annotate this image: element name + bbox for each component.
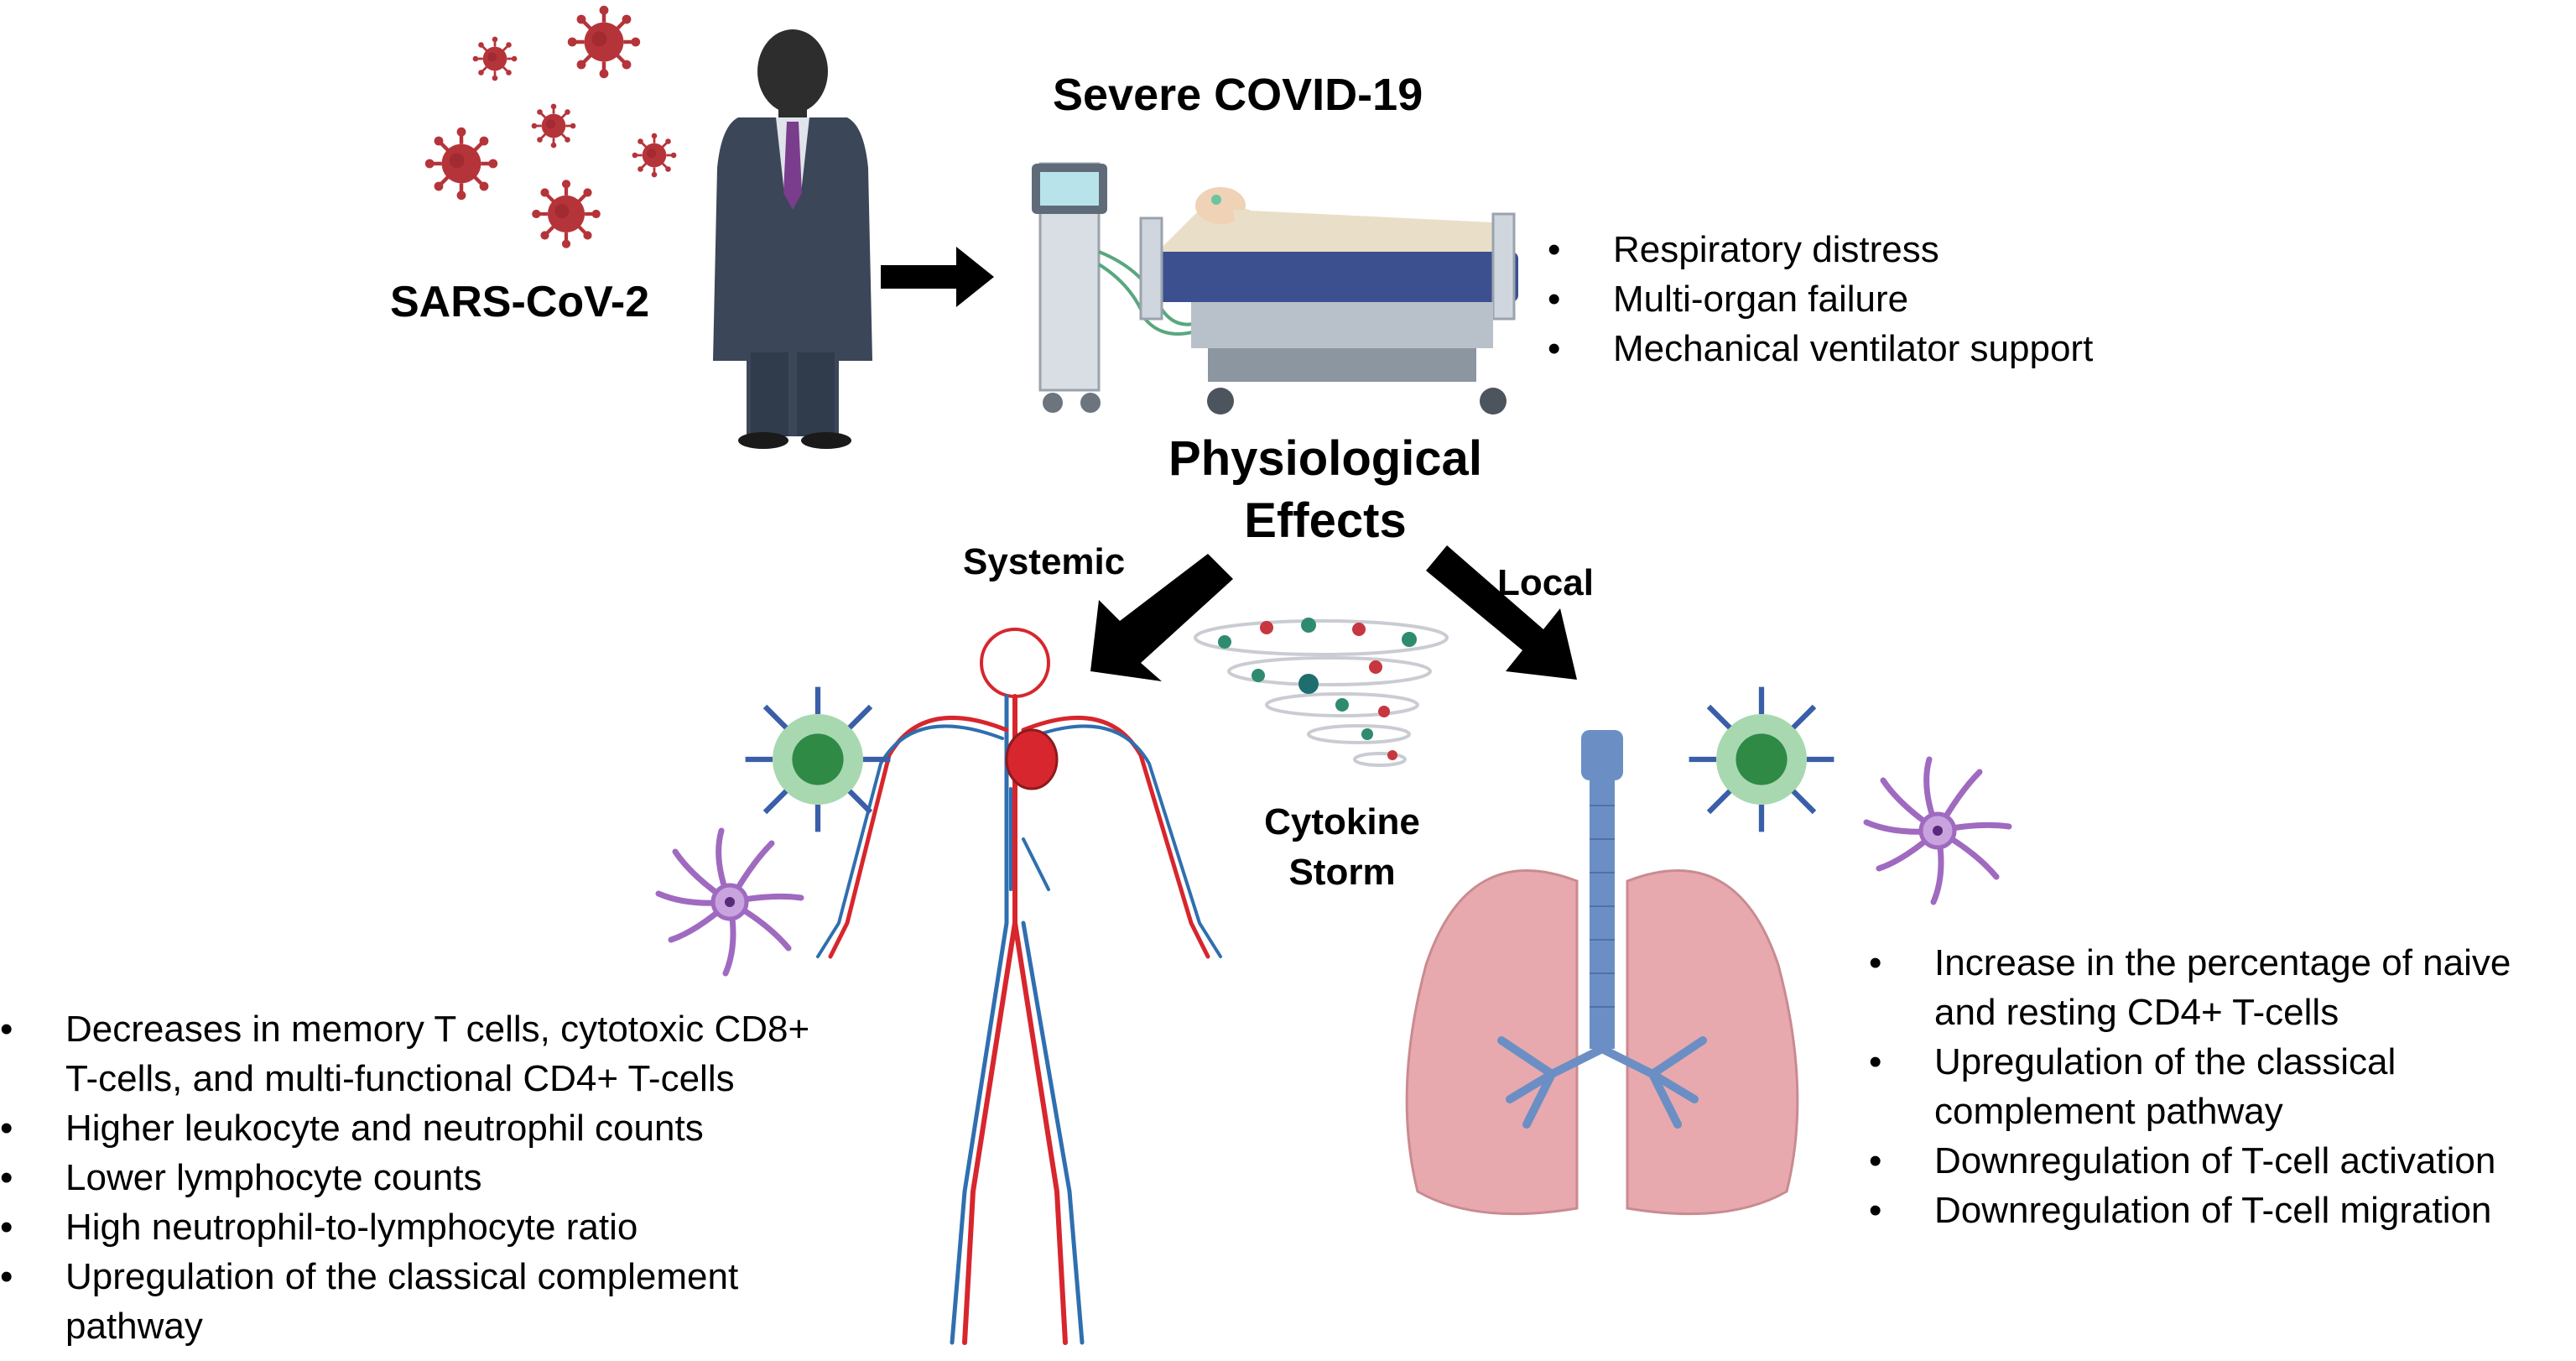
lungs-illustration xyxy=(1405,730,1799,1216)
list-item: Mechanical ventilator support xyxy=(1548,324,2093,373)
arrow-systemic xyxy=(1090,554,1233,681)
label-line: Cytokine xyxy=(1264,801,1420,842)
list-item: Downregulation of T-cell migration xyxy=(1869,1186,2576,1235)
list-item: Upregulation of the classical complement… xyxy=(0,1252,847,1351)
hospital-bed-illustration xyxy=(1032,162,1518,415)
dendritic-cell-right xyxy=(1866,759,2009,902)
list-item: Downregulation of T-cell activation xyxy=(1869,1136,2576,1186)
systemic-effects-list: Decreases in memory T cells, cytotoxic C… xyxy=(0,1004,847,1351)
person-silhouette xyxy=(713,29,872,449)
title-line: Effects xyxy=(1244,493,1407,548)
severe-effects-list: Respiratory distress Multi-organ failure… xyxy=(1548,225,2093,373)
list-item: Increase in the percentage of naive and … xyxy=(1869,938,2576,1037)
list-item: High neutrophil-to-lymphocyte ratio xyxy=(0,1202,847,1252)
systemic-label: Systemic xyxy=(963,541,1126,582)
virus-cluster xyxy=(425,6,678,248)
physiological-effects-title: Physiological Effects xyxy=(1149,428,1501,552)
list-item: Higher leukocyte and neutrophil counts xyxy=(0,1103,847,1153)
list-item: Decreases in memory T cells, cytotoxic C… xyxy=(0,1004,847,1103)
title-line: Physiological xyxy=(1168,431,1482,486)
list-item: Lower lymphocyte counts xyxy=(0,1153,847,1202)
arrow-right xyxy=(881,247,994,307)
arrow-local xyxy=(1426,545,1577,680)
severe-covid-title: Severe COVID-19 xyxy=(1053,70,1423,120)
virus-label: SARS-CoV-2 xyxy=(390,278,650,326)
local-label: Local xyxy=(1497,562,1594,603)
dendritic-cell-left xyxy=(658,831,801,973)
cytokine-storm-label: Cytokine Storm xyxy=(1233,797,1451,898)
circulatory-system-figure xyxy=(816,628,1222,1345)
tcell-right xyxy=(1689,687,1834,832)
tcell-left xyxy=(746,687,891,832)
cytokine-storm-icon xyxy=(1194,618,1449,767)
label-line: Storm xyxy=(1288,852,1396,893)
local-effects-list: Increase in the percentage of naive and … xyxy=(1869,938,2576,1235)
list-item: Respiratory distress xyxy=(1548,225,2093,274)
list-item: Upregulation of the classical complement… xyxy=(1869,1037,2576,1136)
list-item: Multi-organ failure xyxy=(1548,274,2093,324)
